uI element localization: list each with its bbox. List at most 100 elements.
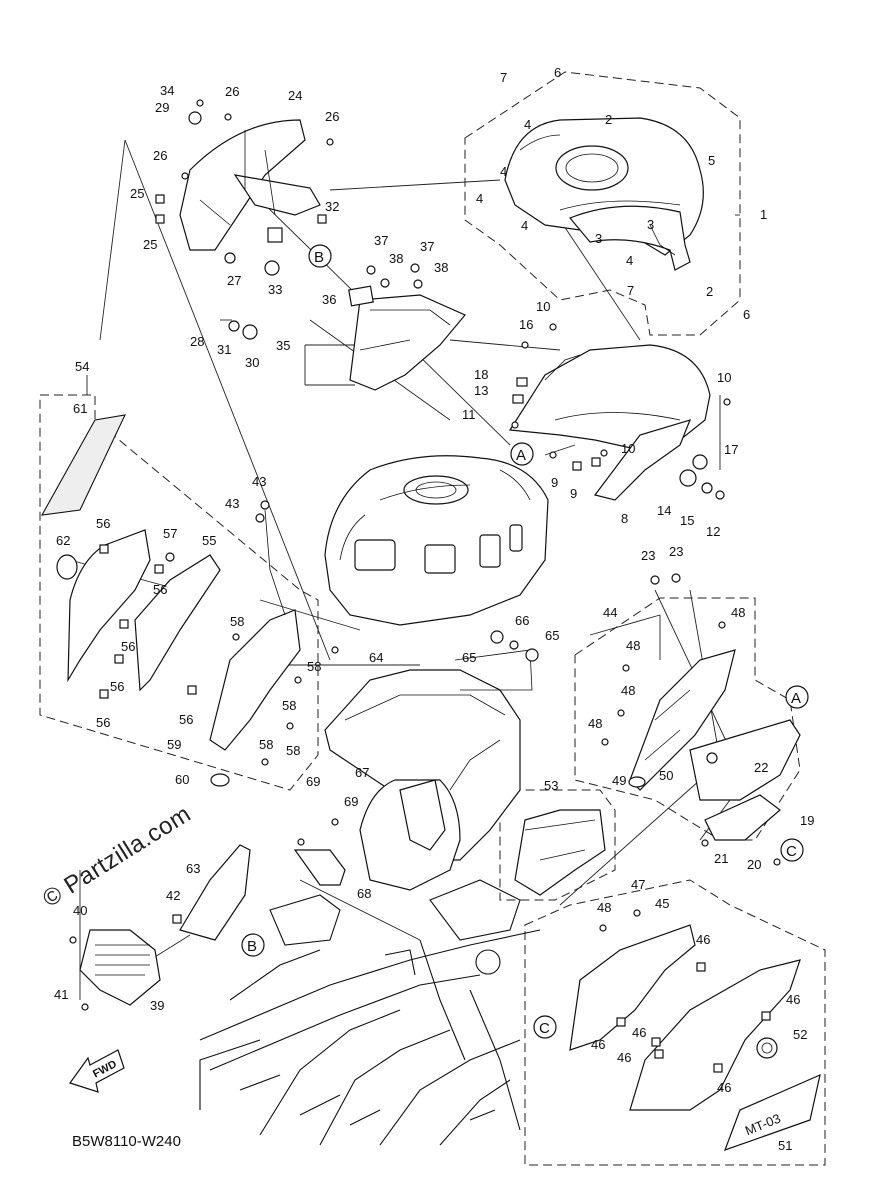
label-17: 17 xyxy=(724,442,738,457)
label-68: 68 xyxy=(357,886,371,901)
emblem-52 xyxy=(756,1037,778,1059)
label-48: 48 xyxy=(597,900,611,915)
fuel-tank-body xyxy=(324,455,549,626)
label-6: 6 xyxy=(554,65,561,80)
label-3: 3 xyxy=(647,217,654,232)
label-48: 48 xyxy=(731,605,745,620)
label-55: 55 xyxy=(202,533,216,548)
label-4: 4 xyxy=(521,218,528,233)
callout-a-right-label: A xyxy=(791,690,801,707)
cover-45 xyxy=(569,924,696,1051)
label-2: 2 xyxy=(605,112,612,127)
label-37: 37 xyxy=(374,233,388,248)
label-58: 58 xyxy=(230,614,244,629)
label-42: 42 xyxy=(166,888,180,903)
label-39: 39 xyxy=(150,998,164,1013)
callout-circles: B A A C B C xyxy=(241,244,809,1039)
label-56: 56 xyxy=(121,639,135,654)
label-46: 46 xyxy=(786,992,800,1007)
tank-cover-fuel-cap-opening xyxy=(555,145,629,191)
label-48: 48 xyxy=(588,716,602,731)
label-38: 38 xyxy=(389,251,403,266)
callout-a-left xyxy=(510,442,534,466)
label-44: 44 xyxy=(603,605,617,620)
label-58: 58 xyxy=(282,698,296,713)
label-9: 9 xyxy=(551,475,558,490)
trim-strip-8 xyxy=(593,419,692,501)
callout-c-right-label: C xyxy=(786,843,797,860)
bracket-assembly-39 xyxy=(69,844,251,1011)
label-50: 50 xyxy=(659,768,673,783)
label-7: 7 xyxy=(500,70,507,85)
panel-53-body xyxy=(514,809,606,896)
label-46: 46 xyxy=(591,1037,605,1052)
label-34: 34 xyxy=(160,83,174,98)
label-60: 60 xyxy=(175,772,189,787)
bracket-arm xyxy=(233,174,321,216)
label-26: 26 xyxy=(225,84,239,99)
label-27: 27 xyxy=(227,273,241,288)
label-64: 64 xyxy=(369,650,383,665)
label-32: 32 xyxy=(325,199,339,214)
callout-b-bottom-label: B xyxy=(247,938,257,955)
panel-59 xyxy=(209,609,301,751)
label-65: 65 xyxy=(545,628,559,643)
label-57: 57 xyxy=(163,526,177,541)
callout-a-right xyxy=(785,685,809,709)
panel-49 xyxy=(629,649,736,791)
label-26: 26 xyxy=(325,109,339,124)
shroud-64-body xyxy=(324,669,521,861)
label-46: 46 xyxy=(696,932,710,947)
bracket-63 xyxy=(179,844,251,941)
label-7: 7 xyxy=(627,283,634,298)
callout-c-right xyxy=(780,838,804,862)
label-40: 40 xyxy=(73,903,87,918)
label-6: 6 xyxy=(743,307,750,322)
side-cover-assembly-54 xyxy=(40,414,339,787)
label-65: 65 xyxy=(462,650,476,665)
label-66: 66 xyxy=(515,613,529,628)
label-5: 5 xyxy=(708,153,715,168)
callout-a-left-label: A xyxy=(516,447,526,464)
label-10: 10 xyxy=(717,370,731,385)
panel-53 xyxy=(514,809,606,896)
bracket-68 xyxy=(293,849,346,886)
label-43: 43 xyxy=(252,474,266,489)
label-48: 48 xyxy=(621,683,635,698)
bracket-assembly-44 xyxy=(601,573,801,866)
label-58: 58 xyxy=(259,737,273,752)
label-46: 46 xyxy=(717,1080,731,1095)
group-boundaries xyxy=(39,71,826,1166)
label-45: 45 xyxy=(655,896,669,911)
label-67: 67 xyxy=(355,765,369,780)
callout-b-top xyxy=(308,244,332,268)
label-47: 47 xyxy=(631,877,645,892)
inner-cover-55 xyxy=(134,554,221,692)
label-4: 4 xyxy=(524,117,531,132)
fuel-tank-filler xyxy=(403,475,469,505)
label-51: 51 xyxy=(778,1138,792,1153)
fuel-tank xyxy=(324,455,549,626)
shroud-64 xyxy=(324,630,539,861)
decal-51 xyxy=(723,1073,821,1151)
label-33: 33 xyxy=(268,282,282,297)
label-49: 49 xyxy=(612,773,626,788)
label-69: 69 xyxy=(306,774,320,789)
group-54-boundary xyxy=(39,394,319,791)
label-43: 43 xyxy=(225,496,239,511)
label-35: 35 xyxy=(276,338,290,353)
label-69: 69 xyxy=(344,794,358,809)
label-24: 24 xyxy=(288,88,302,103)
label-8: 8 xyxy=(621,511,628,526)
part-labels: 1 2 2 3 3 4 4 4 4 4 5 6 6 7 7 8 9 9 10 1… xyxy=(54,65,814,1153)
fwd-arrow-icon xyxy=(69,1049,125,1093)
label-37: 37 xyxy=(420,239,434,254)
label-46: 46 xyxy=(617,1050,631,1065)
frame xyxy=(199,879,541,1146)
label-4: 4 xyxy=(476,191,483,206)
label-54: 54 xyxy=(75,359,89,374)
pad-61 xyxy=(40,414,126,516)
label-56: 56 xyxy=(153,582,167,597)
label-2: 2 xyxy=(706,284,713,299)
